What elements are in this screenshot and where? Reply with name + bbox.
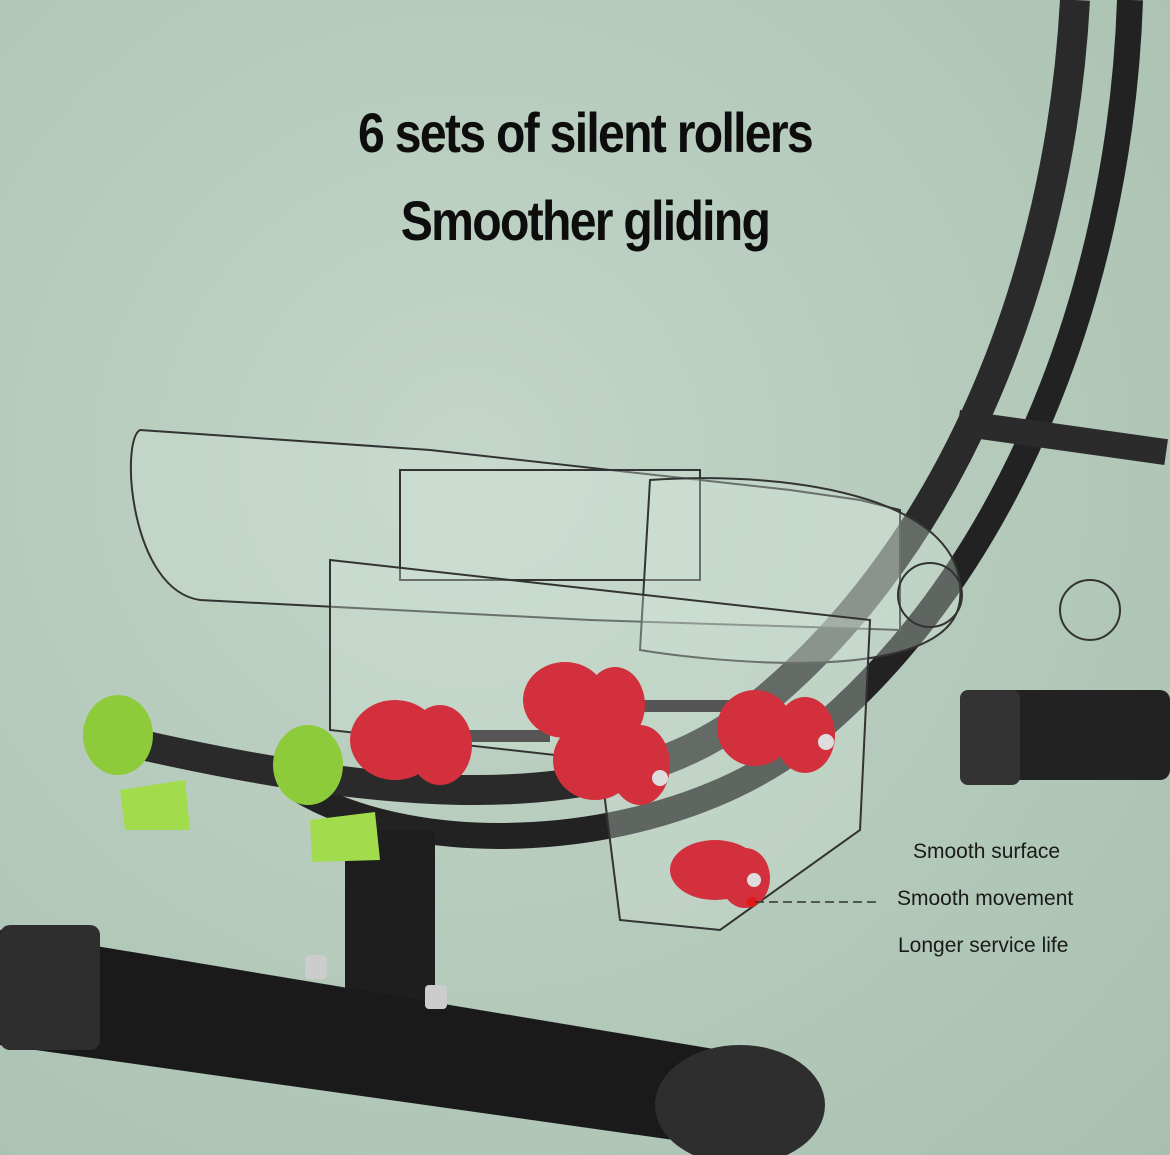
feature-smooth-surface: Smooth surface [913, 840, 1061, 863]
headline-line-2: Smoother gliding [400, 189, 771, 252]
silent-rollers [350, 662, 835, 908]
foam-caps [83, 695, 380, 862]
curved-rail-outer [293, 0, 1143, 849]
front-foot-tube [0, 930, 780, 1155]
rear-foot-tube [980, 690, 1170, 780]
feature-service-life: Longer service life [898, 934, 1069, 957]
frame-crossbar [956, 410, 1168, 465]
headline-line-1: 6 sets of silent rollers [358, 101, 814, 164]
feature-smooth-movement: Smooth movement [897, 887, 1074, 910]
